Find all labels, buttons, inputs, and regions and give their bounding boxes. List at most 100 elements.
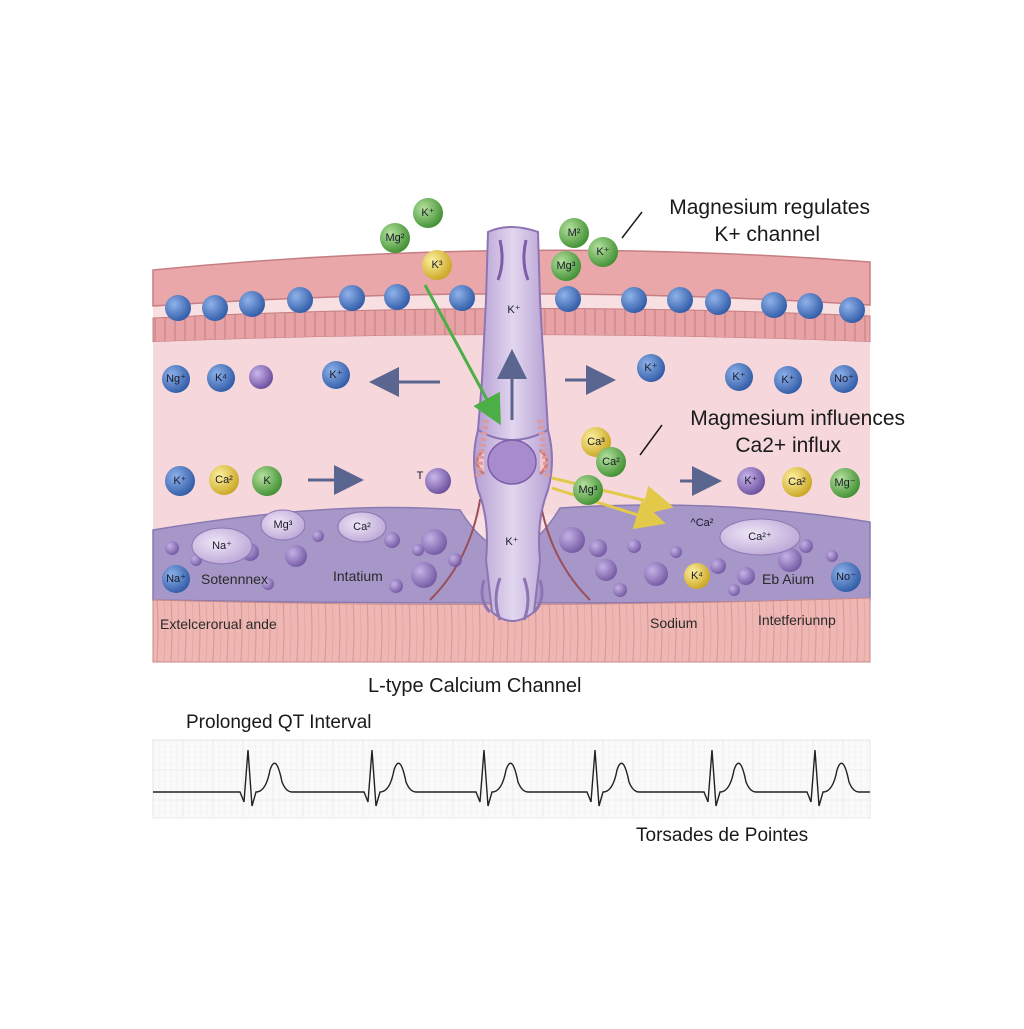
svg-text:Ca²: Ca²: [602, 456, 620, 468]
vesicle: [589, 539, 607, 557]
l-type-calcium-channel: K⁺ K⁺: [473, 226, 553, 622]
annotation-mg-k-line2: K+ channel: [714, 223, 820, 246]
ion-ca2plus-lower: [719, 518, 801, 556]
channel-top-label: K⁺: [507, 304, 520, 316]
svg-text:Mg⁻: Mg⁻: [834, 477, 855, 489]
channel-caption: L-type Calcium Channel: [368, 675, 582, 697]
vesicle: [613, 583, 627, 597]
flow-arrows: [308, 211, 722, 530]
svg-text:Ca³: Ca³: [587, 436, 605, 448]
svg-text:Ca²: Ca²: [215, 474, 233, 486]
ion-ca-row2-a: [209, 465, 239, 495]
channel-lower-body: [473, 428, 553, 622]
ion-k-row1-d: [725, 363, 753, 391]
ecg-title: Prolonged QT Interval: [186, 712, 372, 733]
ion-ca-small-label: ^Ca²: [691, 517, 714, 529]
svg-text:K⁺: K⁺: [644, 362, 657, 374]
annotation-mg-k-line1: Magnesium regulates: [669, 196, 870, 219]
ion-ca-lower: [337, 511, 387, 543]
ion-ca-row2-c: [596, 447, 626, 477]
vesicle: [448, 553, 462, 567]
svg-text:Ca²: Ca²: [788, 476, 806, 488]
ion-mg-row2-right: [830, 468, 860, 498]
ion-k-row1-c: [637, 354, 665, 382]
label-sotennnex: Sotennnex: [201, 571, 268, 587]
svg-text:No⁺: No⁺: [834, 373, 854, 385]
svg-text:K⁺: K⁺: [732, 371, 745, 383]
vesicle: [799, 539, 813, 553]
ion-k-top-left: [413, 198, 443, 228]
svg-text:T: T: [417, 470, 424, 482]
vesicle: [670, 546, 682, 558]
leader-line-ca-influx: [639, 424, 663, 456]
ion-k-top-right: [588, 237, 618, 267]
ecg-strip: [152, 739, 871, 819]
ca-influx-arrow-2: [551, 486, 666, 530]
channel-gate: [487, 439, 537, 485]
svg-text:K⁺: K⁺: [329, 369, 342, 381]
ecg-subtitle: Torsades de Pointes: [636, 825, 809, 846]
label-sodium: Sodium: [650, 615, 697, 631]
mg-to-channel-arrow: [423, 284, 501, 426]
ion-k-yellow-lower: [684, 563, 710, 589]
ion-mg-top-right: [551, 251, 581, 281]
vesicle: [728, 584, 740, 596]
svg-text:No⁻: No⁻: [836, 571, 856, 583]
ion-na-lower: [191, 527, 253, 565]
svg-text:Mg³: Mg³: [579, 484, 598, 496]
vesicle: [389, 579, 403, 593]
vesicle-group: [165, 527, 838, 597]
vesicle: [737, 567, 755, 585]
svg-text:Mg²: Mg²: [386, 232, 405, 244]
leader-line-k-channel: [621, 211, 643, 239]
ion-no-row1: [830, 365, 858, 393]
svg-text:Ca²⁺: Ca²⁺: [748, 531, 772, 543]
label-intatium: Intatium: [333, 568, 383, 584]
ion-ng: [162, 365, 190, 393]
svg-text:K⁺: K⁺: [421, 207, 434, 219]
label-extracellular: Extelcerorual ande: [160, 616, 277, 632]
ecg-trace: [153, 749, 870, 807]
annotation-mg-regulates-k: Magnesium regulates K+ channel: [620, 194, 870, 248]
vesicle: [710, 558, 726, 574]
vesicle: [285, 545, 307, 567]
annotation-mg-ca-line1: Magmesium influences: [690, 407, 905, 430]
vesicle: [262, 578, 274, 590]
channel-bottom-label: K⁺: [505, 536, 518, 548]
svg-text:K⁺: K⁺: [173, 475, 186, 487]
membrane-ion-row: [165, 284, 865, 323]
annotation-mg-ca-line2: Ca2+ influx: [735, 434, 841, 457]
ion-k-row2-a: [165, 466, 195, 496]
ion-k-purple-row2: [737, 467, 765, 495]
svg-text:K⁴: K⁴: [215, 372, 227, 384]
bottom-tissue-layer: [152, 597, 871, 663]
vesicle: [165, 541, 179, 555]
svg-text:K⁺: K⁺: [781, 374, 794, 386]
vesicle: [644, 562, 668, 586]
annotation-mg-influences-ca: Magmesium influences Ca2+ influx: [640, 405, 905, 459]
svg-text:Ng⁺: Ng⁺: [166, 373, 186, 385]
svg-text:K³: K³: [432, 259, 443, 271]
layer-labels: Sotennnex Intatium Eb Aium Extelcerorual…: [160, 568, 836, 632]
svg-text:K: K: [263, 475, 271, 487]
ion-k-row1-a: [207, 364, 235, 392]
svg-text:K⁺: K⁺: [596, 246, 609, 258]
ion-purple-t: [425, 468, 451, 494]
vesicle: [627, 539, 641, 553]
svg-text:K⁴: K⁴: [691, 570, 703, 582]
ion-no-blue-lower: [831, 562, 861, 592]
vesicle: [384, 532, 400, 548]
ion-m-top-right: [559, 218, 589, 248]
ion-mg-row2: [573, 475, 603, 505]
ion-ca-row2-d: [782, 467, 812, 497]
ion-k-yellow-top-left: [422, 250, 452, 280]
vesicle: [421, 529, 447, 555]
vesicle: [312, 530, 324, 542]
ion-k-row1-e: [774, 366, 802, 394]
ion-k-green-row2: [252, 466, 282, 496]
vesicle: [412, 544, 424, 556]
label-interferium: Intetferiunnp: [758, 612, 836, 628]
ion-mg-lower: [260, 509, 306, 541]
svg-text:Ca²: Ca²: [353, 521, 371, 533]
